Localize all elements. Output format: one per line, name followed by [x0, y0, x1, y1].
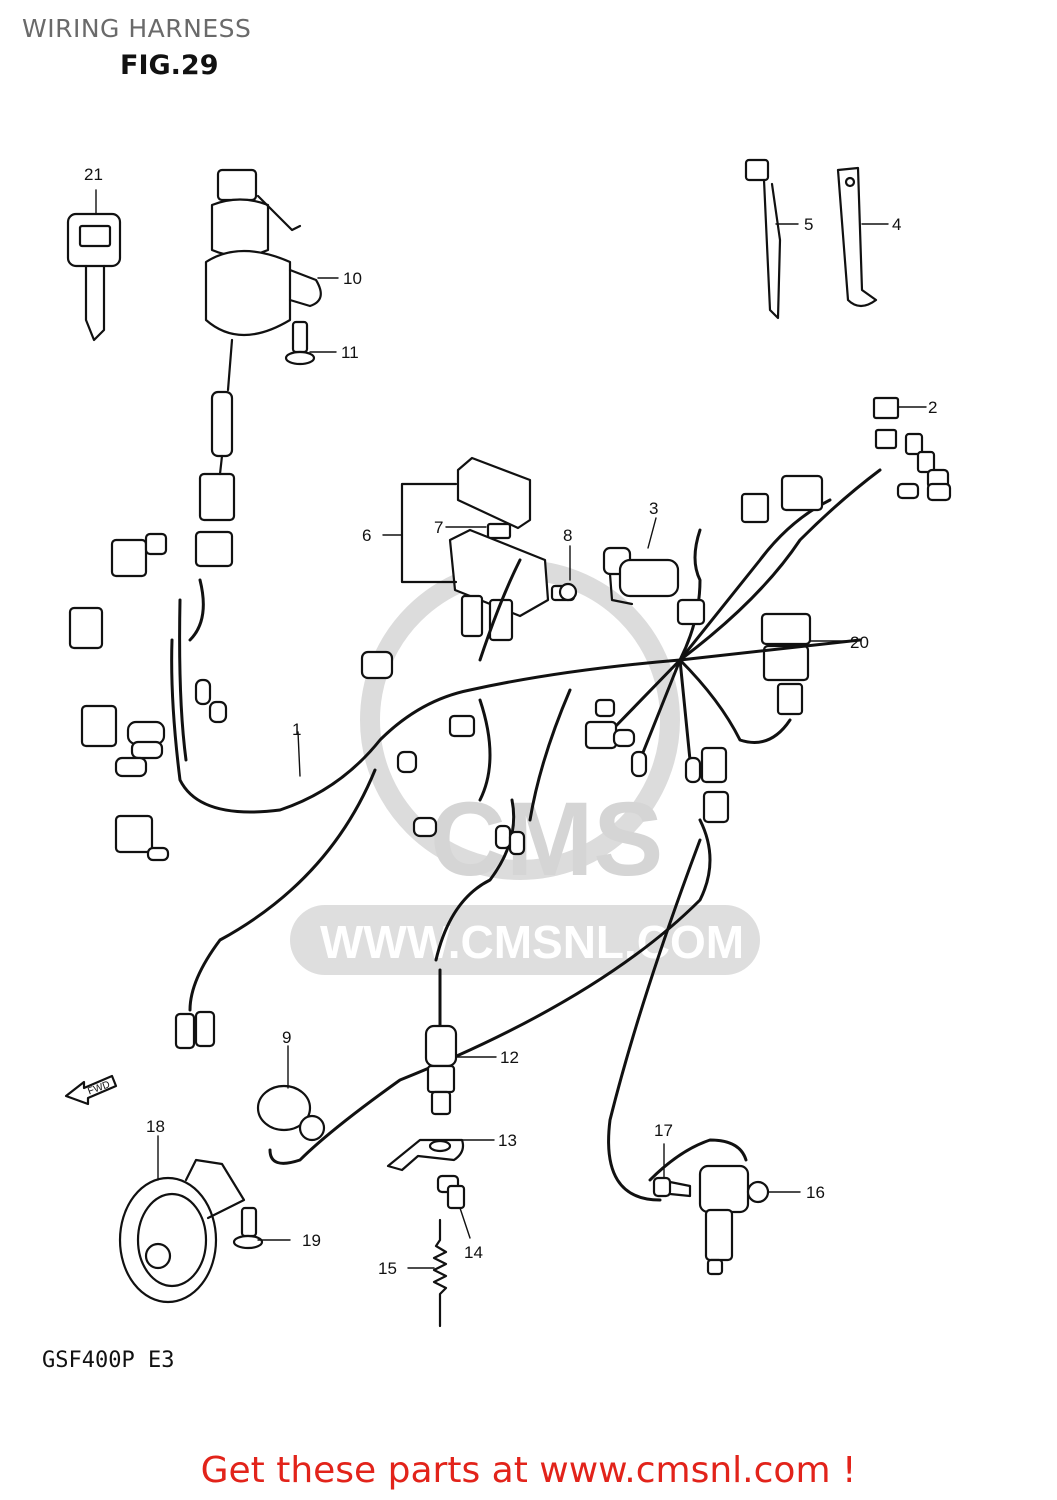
- fuse-part-2[interactable]: [872, 396, 952, 502]
- callout-2: 2: [928, 398, 937, 417]
- callout-4: 4: [892, 215, 901, 234]
- forward-arrow-icon: [64, 1074, 118, 1106]
- callout-1: 1: [292, 720, 301, 739]
- connectors-left[interactable]: [68, 474, 824, 1050]
- switch-part-16[interactable]: [698, 1164, 770, 1276]
- screw-part-8[interactable]: [550, 582, 578, 602]
- model-code: GSF400P E3: [42, 1348, 175, 1373]
- callout-6: 6: [362, 526, 371, 545]
- horn-part-18[interactable]: [118, 1158, 246, 1304]
- callout-3: 3: [649, 499, 658, 518]
- watermark-url: WWW.CMSNL.COM: [320, 916, 744, 968]
- callout-16: 16: [806, 1183, 825, 1202]
- watermark-logo: CMS: [430, 781, 663, 898]
- callout-8: 8: [563, 526, 572, 545]
- relay-part-3[interactable]: [602, 546, 680, 606]
- watermark: CMS WWW.CMSNL.COM: [290, 560, 760, 975]
- callout-11: 11: [341, 343, 359, 362]
- callout-21: 21: [84, 165, 103, 184]
- bracket-part-13[interactable]: [386, 1138, 465, 1172]
- callout-14: 14: [464, 1243, 483, 1262]
- screw-part-19[interactable]: [232, 1206, 264, 1250]
- callout-13: 13: [498, 1131, 517, 1150]
- callout-15: 15: [378, 1259, 397, 1278]
- figure-number: FIG.29: [120, 50, 219, 81]
- callout-10: 10: [343, 269, 362, 288]
- relay-part-20[interactable]: [760, 612, 812, 716]
- ignition-switch-part-10[interactable]: [198, 168, 322, 522]
- callout-12: 12: [500, 1048, 519, 1067]
- fuse-box-part-6[interactable]: [400, 456, 550, 642]
- callout-18: 18: [146, 1117, 165, 1136]
- cable-clamp-part-5[interactable]: [744, 158, 782, 320]
- callout-7: 7: [434, 518, 443, 537]
- screw-part-17[interactable]: [652, 1176, 692, 1198]
- band-part-4[interactable]: [836, 166, 878, 308]
- callout-20: 20: [850, 633, 869, 652]
- callout-9: 9: [282, 1028, 291, 1047]
- grommet-part-9[interactable]: [256, 1084, 326, 1142]
- screw-part-14[interactable]: [436, 1174, 466, 1210]
- callout-17: 17: [654, 1121, 673, 1140]
- callout-numbers: 21 10 11 5 4 2 3 20 6 7 8 1 9 12 13 14 1…: [84, 165, 937, 1278]
- main-wiring-harness-part-1[interactable]: [170, 468, 882, 1202]
- cta-link[interactable]: Get these parts at www.cmsnl.com !: [200, 1450, 857, 1491]
- callout-19: 19: [302, 1231, 321, 1250]
- fwd-label: FWD: [86, 1079, 111, 1097]
- key-part-21[interactable]: [66, 212, 122, 342]
- callout-leaders: [95, 189, 927, 1269]
- page-title: WIRING HARNESS: [22, 14, 252, 43]
- switch-part-12[interactable]: [424, 1024, 458, 1116]
- screw-part-11[interactable]: [284, 320, 316, 366]
- spring-part-15[interactable]: [432, 1218, 448, 1328]
- callout-5: 5: [804, 215, 813, 234]
